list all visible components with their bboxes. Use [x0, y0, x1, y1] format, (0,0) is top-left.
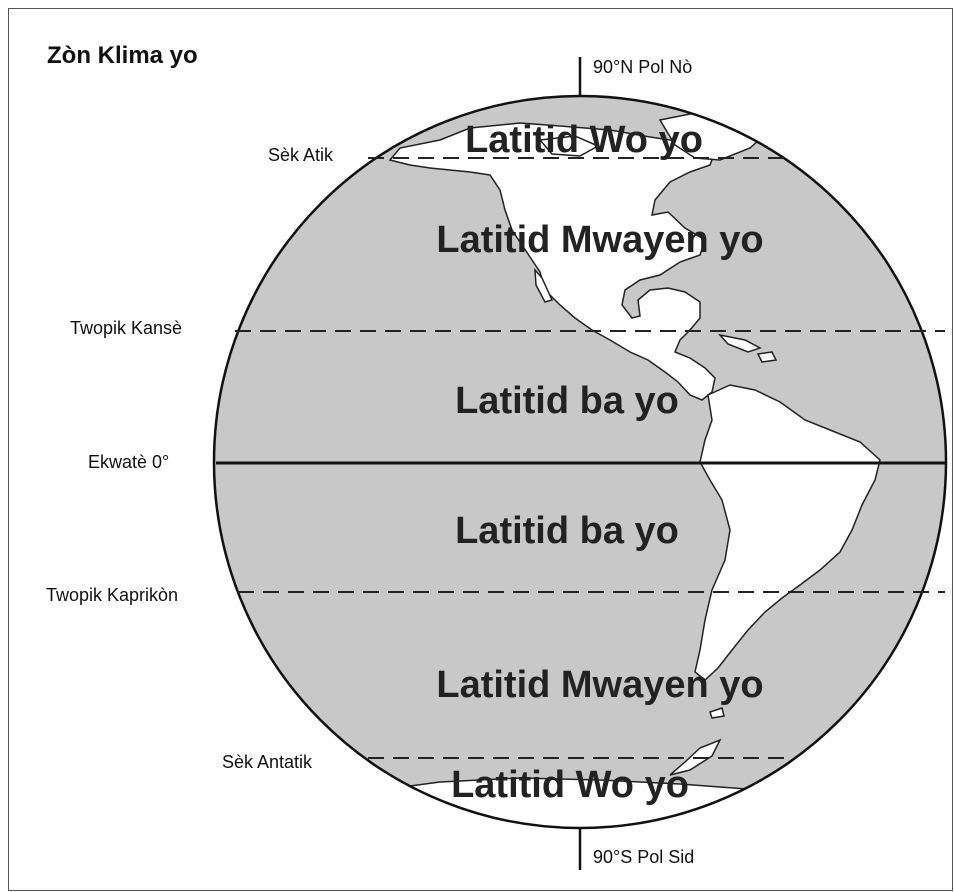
- tropic-of-capricorn-label: Twopik Kaprikòn: [46, 585, 179, 605]
- antarctic-circle-label: Sèk Antatik: [222, 752, 313, 772]
- equator-label: Ekwatè 0°: [88, 452, 170, 472]
- zone-label-north-mid: Latitid Mwayen yo: [436, 219, 763, 261]
- cuba-island: [717, 333, 762, 353]
- arctic-circle-label: Sèk Atik: [268, 145, 334, 165]
- zone-label-south-mid: Latitid Mwayen yo: [436, 664, 763, 706]
- globe-outline: [212, 94, 948, 830]
- south-pole-label: 90°S Pol Sid: [593, 847, 695, 867]
- north-america-landmass: [388, 122, 716, 401]
- zone-label-south-low: Latitid ba yo: [455, 510, 679, 552]
- south-america-landmass: [694, 384, 881, 681]
- zone-label-north-low: Latitid ba yo: [455, 380, 679, 422]
- zone-label-south-high: Latitid Wo yo: [451, 764, 689, 806]
- tropic-of-cancer-label: Twopik Kansè: [70, 318, 183, 338]
- hispaniola-island: [756, 351, 778, 363]
- arctic-island: [538, 135, 600, 157]
- baja-peninsula: [534, 267, 554, 303]
- diagram-title: Zòn Klima yo: [47, 42, 198, 69]
- north-pole-label: 90°N Pol Nò: [593, 57, 693, 77]
- falkland-islands: [709, 707, 725, 719]
- zone-label-north-high: Latitid Wo yo: [465, 119, 703, 161]
